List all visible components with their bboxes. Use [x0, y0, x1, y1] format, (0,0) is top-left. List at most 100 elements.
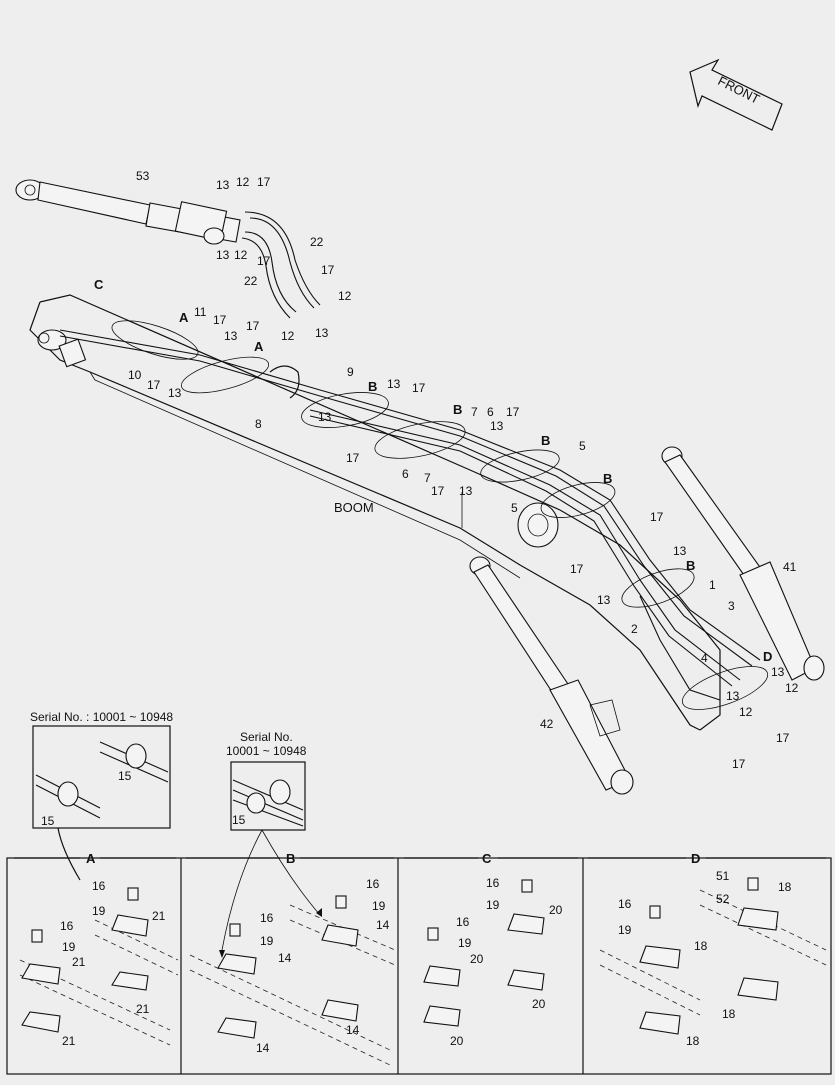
callout: 15 — [41, 814, 55, 828]
detail-letter: B — [286, 851, 295, 866]
callout: 17 — [346, 451, 360, 465]
callout: 18 — [686, 1034, 700, 1048]
callout: 51 — [716, 869, 730, 883]
callout: 12 — [234, 248, 248, 262]
callout: 53 — [136, 169, 150, 183]
callout: 21 — [136, 1002, 150, 1016]
callout: 13 — [216, 178, 230, 192]
callout: 14 — [376, 918, 390, 932]
callout: 16 — [260, 911, 274, 925]
callout: 21 — [152, 909, 166, 923]
callout: 17 — [650, 510, 664, 524]
callout: 52 — [716, 892, 730, 906]
callout: 8 — [255, 417, 262, 431]
serial-note-left: Serial No. : 10001 ~ 10948 — [30, 710, 173, 724]
clamp-markers — [111, 320, 769, 710]
callout: 18 — [778, 880, 792, 894]
callout: 17 — [732, 757, 746, 771]
callout: 13 — [216, 248, 230, 262]
callout: 18 — [722, 1007, 736, 1021]
callout: 41 — [783, 560, 797, 574]
boom-label: BOOM — [334, 500, 374, 515]
callout: 3 — [728, 599, 735, 613]
front-arrow-icon — [689, 58, 783, 131]
callout: 13 — [224, 329, 238, 343]
boom-body — [29, 294, 721, 731]
boom-cylinder-42 — [469, 556, 634, 795]
callout-letter: D — [763, 649, 772, 664]
callout: 22 — [310, 235, 324, 249]
callout: 15 — [232, 813, 246, 827]
serial-note-right-1: Serial No. — [240, 730, 293, 744]
serial-inset-left — [32, 725, 171, 881]
callout-letter: B — [453, 402, 462, 417]
callout: 21 — [62, 1034, 76, 1048]
callout: 21 — [72, 955, 86, 969]
arrowhead-icon — [219, 950, 225, 958]
arrowhead-icon — [316, 908, 322, 917]
callout: 15 — [118, 769, 132, 783]
callout-letter: A — [254, 339, 264, 354]
callout: 13 — [459, 484, 473, 498]
pointer-arrow — [221, 829, 263, 951]
callout: 14 — [346, 1023, 360, 1037]
callouts-main: 53 13 12 17 13 12 17 22 22 17 12 17 12 1… — [94, 169, 799, 771]
callout-letter: B — [603, 471, 612, 486]
callout: 19 — [260, 934, 274, 948]
callout: 13 — [597, 593, 611, 607]
callout: 2 — [631, 622, 638, 636]
callout: 42 — [540, 717, 554, 731]
callout-letter: A — [179, 310, 189, 325]
front-label: FRONT — [716, 73, 763, 107]
callout: 6 — [402, 467, 409, 481]
callout: 5 — [511, 501, 518, 515]
callout-letter: B — [368, 379, 377, 394]
callout: 9 — [347, 365, 354, 379]
callout: 12 — [236, 175, 250, 189]
callout: 13 — [315, 326, 329, 340]
callout: 19 — [458, 936, 472, 950]
serial-inset-right — [230, 761, 306, 831]
detail-a: A 16 19 21 16 19 21 21 21 — [14, 851, 179, 1048]
callout: 20 — [470, 952, 484, 966]
callout: 19 — [62, 940, 76, 954]
detail-letter: A — [86, 851, 96, 866]
callout: 6 — [487, 405, 494, 419]
detail-letter: C — [482, 851, 492, 866]
callout: 17 — [147, 378, 161, 392]
callout: 13 — [318, 410, 332, 424]
callout: 17 — [412, 381, 426, 395]
callout: 17 — [257, 254, 271, 268]
callout: 11 — [194, 305, 207, 319]
callout: 17 — [213, 313, 227, 327]
callout: 4 — [701, 651, 708, 665]
callout: 7 — [424, 471, 431, 485]
callout: 20 — [549, 903, 563, 917]
hose-22 — [241, 211, 321, 319]
callout: 16 — [366, 877, 380, 891]
callout: 10 — [128, 368, 142, 382]
callout: 16 — [92, 879, 106, 893]
callout: 5 — [579, 439, 586, 453]
callout: 17 — [506, 405, 520, 419]
callout: 1 — [709, 578, 716, 592]
callout: 12 — [785, 681, 799, 695]
callout-letter: C — [94, 277, 104, 292]
callout: 13 — [726, 689, 740, 703]
callout: 19 — [372, 899, 386, 913]
callout-letter: B — [686, 558, 695, 573]
callout: 17 — [431, 484, 445, 498]
detail-letter: D — [691, 851, 700, 866]
callout: 16 — [486, 876, 500, 890]
callout: 20 — [450, 1034, 464, 1048]
callout: 12 — [281, 329, 295, 343]
callout: 13 — [771, 665, 785, 679]
callout: 16 — [456, 915, 470, 929]
callout: 17 — [246, 319, 260, 333]
callout: 19 — [486, 898, 500, 912]
callout: 13 — [387, 377, 401, 391]
detail-b: B 16 19 14 16 19 14 14 14 — [186, 851, 396, 1066]
callout-letter: B — [541, 433, 550, 448]
